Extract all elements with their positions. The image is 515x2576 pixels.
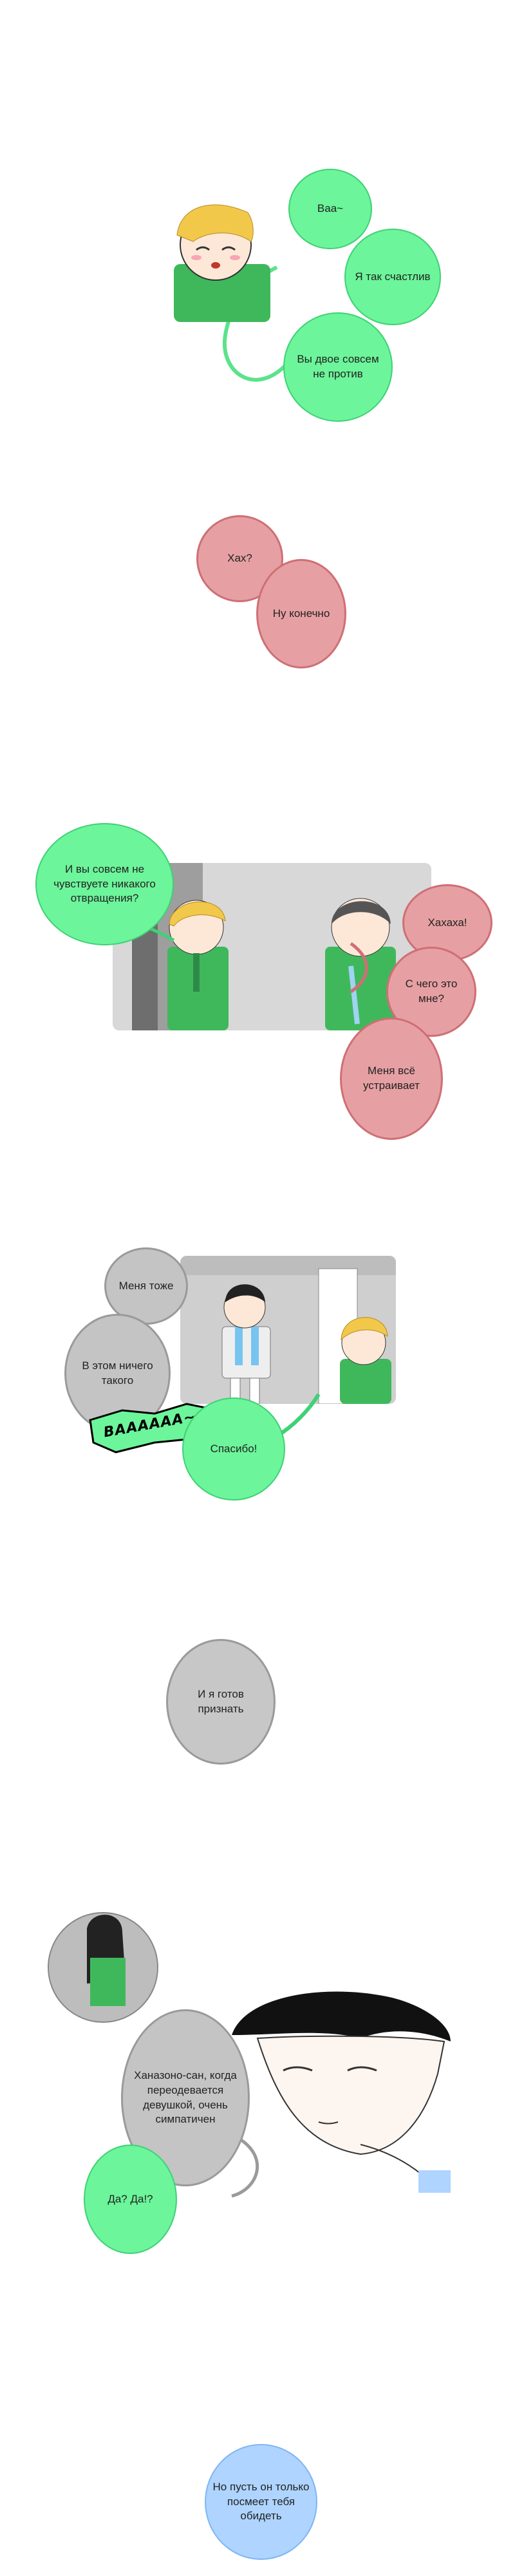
speech-tail — [222, 265, 292, 382]
dark-hair-boy-figure — [325, 898, 396, 1030]
panel-2-art — [180, 1256, 396, 1404]
long-hair-girl-figure — [48, 1912, 158, 2023]
scene6-art — [48, 1912, 451, 2198]
speech-bubble-16: Но пусть он только посмеет тебя обидеть — [205, 2444, 317, 2560]
comic-panel-2 — [180, 1256, 396, 1404]
speech-bubble-13: И я готов признать — [166, 1639, 276, 1765]
speech-bubble-10: Меня тоже — [104, 1247, 188, 1325]
scene1-art — [174, 204, 292, 382]
blond-boy-figure — [167, 900, 229, 1030]
speech-bubble-12: Спасибо! — [182, 1397, 285, 1501]
speech-bubble-6: И вы совсем не чувствуете никакого отвра… — [35, 823, 174, 945]
speech-bubble-11: В этом ничего такого — [64, 1314, 171, 1433]
speech-bubble-1: Ваа~ — [288, 169, 372, 249]
speech-bubble-2: Я так счастлив — [344, 229, 441, 325]
speech-bubble-3: Вы двое совсем не против — [283, 312, 393, 422]
blond-boy-figure — [340, 1317, 391, 1404]
blond-boy-figure — [174, 204, 270, 322]
black-hair-boy-figure — [221, 1284, 271, 1404]
panel-1-art — [132, 863, 396, 1030]
speech-bubble-9: Меня всё устраивает — [340, 1018, 443, 1140]
black-hair-boy-closeup — [232, 1991, 451, 2193]
speech-bubble-4: Хах? — [196, 515, 283, 602]
speech-bubble-15: Да? Да!? — [84, 2145, 177, 2254]
speech-bubble-5: Ну конечно — [256, 559, 346, 668]
